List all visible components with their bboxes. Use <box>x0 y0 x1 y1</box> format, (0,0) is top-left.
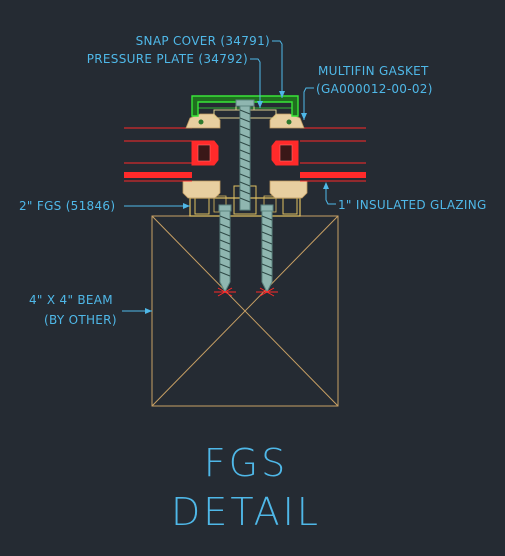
title-line2: DETAIL <box>171 490 321 534</box>
label-gasket-line1: MULTIFIN GASKET <box>318 64 429 78</box>
anchor-screw-right <box>256 204 278 297</box>
insulated-glazing <box>124 127 366 182</box>
label-beam-line1: 4" X 4" BEAM <box>29 293 113 307</box>
label-fgs: 2" FGS (51846) <box>19 199 115 213</box>
title-line1: FGS <box>204 441 288 485</box>
center-screw <box>235 99 255 211</box>
beam <box>151 215 339 407</box>
label-beam-line2: (BY OTHER) <box>44 313 117 327</box>
label-snap-cover: SNAP COVER (34791) <box>136 34 270 48</box>
bottom-gaskets <box>182 180 308 199</box>
label-insulated-glazing: 1" INSULATED GLAZING <box>338 198 487 212</box>
label-gasket-line2: (GA000012-00-02) <box>316 82 433 96</box>
anchor-screw-left <box>214 204 236 297</box>
leader-lines <box>122 40 336 314</box>
label-pressure-plate: PRESSURE PLATE (34792) <box>87 52 248 66</box>
